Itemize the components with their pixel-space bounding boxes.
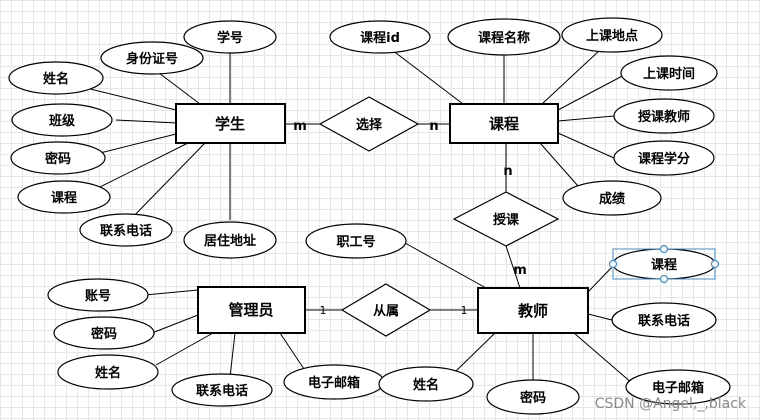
attr-course-credit[interactable]: 课程学分 (613, 140, 715, 176)
attr-student-address[interactable]: 居住地址 (183, 221, 277, 259)
cardinality-teach-teacher: m (513, 263, 527, 278)
svg-text:职工号: 职工号 (336, 235, 375, 250)
attr-admin-name[interactable]: 姓名 (57, 354, 159, 390)
svg-text:上课时间: 上课时间 (643, 66, 695, 82)
attr-course-id[interactable]: 课程id (329, 20, 431, 54)
relation-label: 选择 (356, 117, 383, 133)
svg-text:成绩: 成绩 (599, 191, 625, 207)
svg-text:居住地址: 居住地址 (204, 233, 256, 249)
attr-student-class[interactable]: 班级 (11, 103, 113, 137)
entity-label: 课程 (489, 115, 519, 133)
svg-text:联系电话: 联系电话 (638, 313, 690, 329)
cardinality-student-select: m (293, 119, 307, 134)
svg-text:姓名: 姓名 (42, 71, 69, 87)
svg-text:联系电话: 联系电话 (196, 383, 248, 399)
entity-teacher[interactable]: 教师 (477, 287, 589, 334)
attr-course-score[interactable]: 成绩 (562, 180, 662, 216)
svg-text:密码: 密码 (90, 326, 117, 342)
relation-select[interactable]: 选择 (318, 96, 420, 152)
svg-text:课程学分: 课程学分 (638, 151, 690, 167)
attr-teacher-staff-no[interactable]: 职工号 (305, 223, 407, 259)
attr-admin-phone[interactable]: 联系电话 (171, 373, 273, 407)
svg-text:姓名: 姓名 (94, 365, 121, 381)
attr-teacher-phone[interactable]: 联系电话 (611, 302, 717, 338)
svg-text:联系电话: 联系电话 (100, 223, 152, 239)
cardinality-belong-teacher: 1 (461, 304, 468, 317)
svg-text:学号: 学号 (217, 30, 243, 46)
svg-text:电子邮箱: 电子邮箱 (652, 380, 704, 396)
relation-label: 从属 (373, 304, 399, 319)
attr-teacher-name[interactable]: 姓名 (378, 366, 474, 402)
attr-teacher-password[interactable]: 密码 (486, 379, 580, 415)
relation-belong[interactable]: 从属 (340, 283, 432, 337)
attr-student-course[interactable]: 课程 (17, 180, 111, 214)
svg-text:授课教师: 授课教师 (638, 109, 690, 125)
svg-text:班级: 班级 (49, 113, 76, 129)
attr-teacher-course[interactable]: 课程 (608, 244, 720, 284)
attr-student-password[interactable]: 密码 (10, 141, 106, 175)
attr-student-name[interactable]: 姓名 (8, 61, 104, 95)
entity-label: 学生 (215, 115, 245, 133)
svg-text:电子邮箱: 电子邮箱 (308, 375, 360, 391)
attr-course-teacher[interactable]: 授课教师 (613, 98, 715, 134)
attr-student-id-card[interactable]: 身份证号 (100, 41, 204, 75)
svg-text:课程: 课程 (51, 191, 77, 206)
entity-label: 管理员 (228, 301, 273, 319)
svg-text:课程名称: 课程名称 (478, 30, 530, 46)
svg-text:身份证号: 身份证号 (126, 51, 178, 67)
cardinality-admin-belong: 1 (320, 304, 327, 317)
svg-text:姓名: 姓名 (412, 377, 439, 393)
attr-admin-password[interactable]: 密码 (53, 316, 155, 350)
watermark: CSDN @Angel,_,black (594, 396, 746, 412)
svg-text:密码: 密码 (44, 151, 71, 167)
attr-teacher-email[interactable]: 电子邮箱 (625, 369, 731, 405)
selection-handle-icon[interactable] (710, 259, 720, 269)
attr-student-no[interactable]: 学号 (183, 20, 277, 54)
svg-text:密码: 密码 (519, 390, 546, 406)
relation-teach[interactable]: 授课 (452, 191, 560, 247)
attr-course-location[interactable]: 上课地点 (561, 17, 663, 53)
selection-handle-icon[interactable] (608, 259, 618, 269)
svg-text:上课地点: 上课地点 (586, 28, 638, 44)
attr-student-phone[interactable]: 联系电话 (79, 213, 173, 247)
cardinality-course-teach: n (503, 164, 512, 179)
svg-text:账号: 账号 (85, 289, 111, 304)
attr-admin-email[interactable]: 电子邮箱 (283, 364, 385, 400)
svg-text:课程: 课程 (651, 258, 677, 273)
selection-handle-icon[interactable] (659, 274, 669, 284)
entity-admin[interactable]: 管理员 (197, 286, 306, 334)
relation-label: 授课 (493, 212, 520, 228)
svg-text:课程id: 课程id (360, 31, 400, 46)
entity-course[interactable]: 课程 (449, 103, 559, 144)
cardinality-select-course: n (429, 119, 438, 134)
attr-course-time[interactable]: 上课时间 (620, 55, 718, 91)
attr-course-name[interactable]: 课程名称 (447, 18, 561, 56)
attr-admin-account[interactable]: 账号 (47, 278, 149, 312)
entity-label: 教师 (517, 302, 548, 320)
selection-handle-icon[interactable] (659, 244, 669, 254)
entity-student[interactable]: 学生 (175, 103, 286, 144)
